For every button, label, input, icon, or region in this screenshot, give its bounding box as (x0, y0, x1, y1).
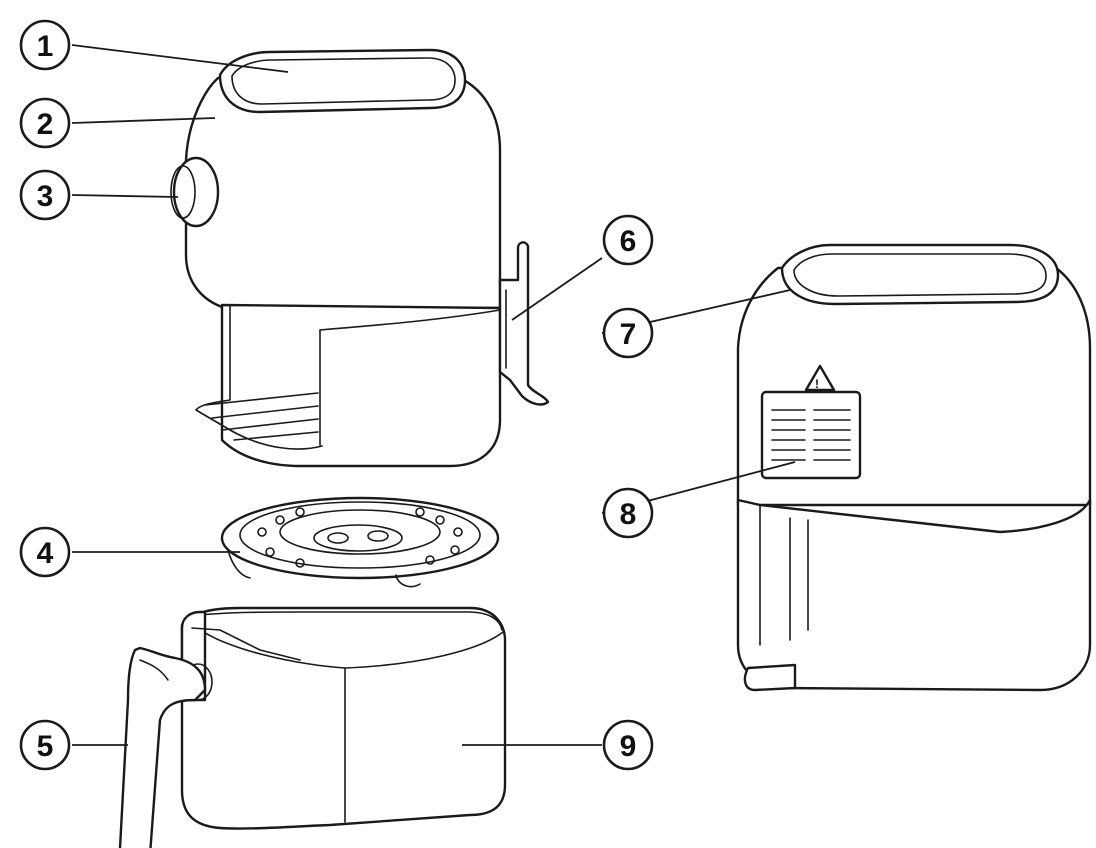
callout-2: 2 (19, 97, 71, 149)
callout-8-label: 8 (620, 498, 637, 531)
callout-9: 9 (602, 719, 654, 771)
air-fryer-rear-view: ! (736, 243, 1092, 692)
air-fryer-main-unit (170, 48, 550, 468)
rating-label (760, 390, 862, 480)
callout-7-label: 7 (620, 318, 637, 351)
rating-label-lines (771, 409, 851, 461)
callout-5: 5 (19, 719, 71, 771)
callout-1-label: 1 (37, 30, 54, 63)
cooking-basket (118, 606, 507, 848)
callout-6: 6 (602, 214, 654, 266)
callout-1: 1 (19, 19, 71, 71)
warning-icon: ! (815, 377, 819, 391)
callout-9-label: 9 (620, 730, 637, 763)
crisper-plate-holes (257, 507, 463, 568)
callout-2-label: 2 (37, 108, 54, 141)
callout-7: 7 (602, 307, 654, 359)
callout-6-label: 6 (620, 225, 637, 258)
callout-5-label: 5 (37, 730, 54, 763)
callout-4-label: 4 (37, 537, 54, 570)
crisper-plate (220, 496, 500, 588)
callout-3-label: 3 (37, 180, 54, 213)
callout-3: 3 (19, 169, 71, 221)
callout-4: 4 (19, 526, 71, 578)
callout-8: 8 (602, 487, 654, 539)
